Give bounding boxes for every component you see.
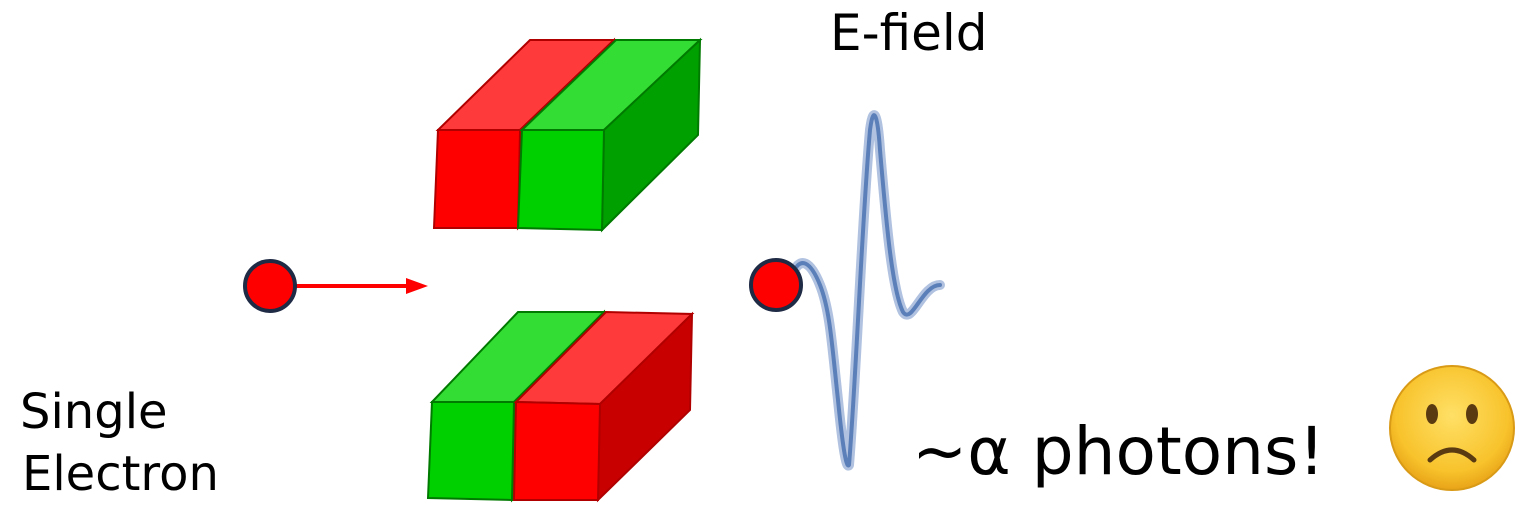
slightly-frowning-face-icon <box>1389 365 1515 491</box>
efield-wave <box>785 110 945 471</box>
photons-label: ~α photons! <box>912 413 1325 490</box>
incoming-electron-dot-icon <box>243 259 297 313</box>
bottom-magnet-red-block <box>512 310 695 503</box>
top-magnet <box>432 37 703 233</box>
single-electron-label-line2: Electron <box>22 446 219 502</box>
motion-arrow-icon <box>296 278 428 294</box>
top-magnet-green-block <box>516 37 703 233</box>
bottom-magnet <box>426 309 695 503</box>
single-electron-label-line1: Single <box>20 384 168 440</box>
efield-label: E-field <box>830 4 988 62</box>
outgoing-electron-dot-icon <box>749 258 803 312</box>
